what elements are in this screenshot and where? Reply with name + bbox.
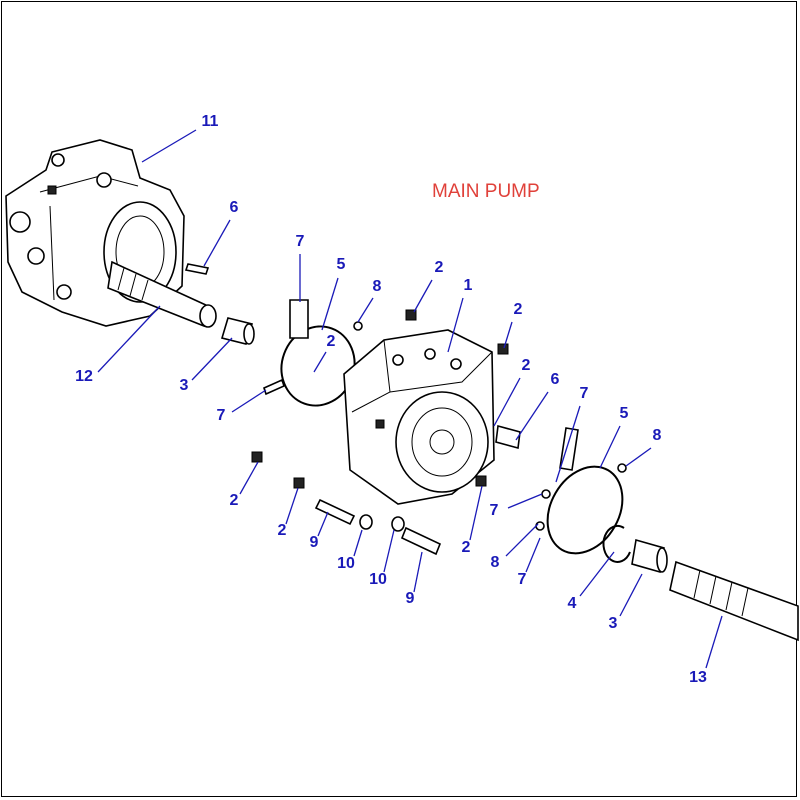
callout-leader-13 <box>515 391 549 441</box>
callout-label-21: 10 <box>337 555 355 572</box>
callout-leader-21 <box>353 529 363 557</box>
dowel-right-part <box>559 427 579 471</box>
callout-leader-6 <box>357 297 374 323</box>
callout-leader-8 <box>231 389 267 413</box>
callout-label-29: 13 <box>689 669 707 686</box>
callout-leader-27 <box>579 551 615 597</box>
callout-leader-22 <box>383 529 395 573</box>
output-shaft-part <box>669 560 799 642</box>
callout-label-18: 2 <box>278 522 287 539</box>
pin-right-part <box>495 424 521 450</box>
callout-label-9: 2 <box>435 259 444 276</box>
callout-label-17: 2 <box>230 492 239 509</box>
o-ring-left-part <box>353 321 363 331</box>
plug-lower-right-part <box>475 475 487 487</box>
callout-leader-24 <box>505 523 539 557</box>
callout-leader-28 <box>619 573 643 617</box>
callout-label-14: 7 <box>580 385 589 402</box>
washer-left-part <box>359 514 373 530</box>
callout-label-28: 3 <box>609 615 618 632</box>
callout-leader-11 <box>503 321 513 349</box>
callout-label-5: 5 <box>337 256 346 273</box>
callout-leader-5 <box>321 277 339 331</box>
callout-leader-26 <box>413 551 423 593</box>
callout-label-0: 11 <box>202 113 219 130</box>
pump-case-part <box>343 309 495 505</box>
plug-top-part <box>405 309 417 321</box>
o-ring-small-part <box>541 489 551 499</box>
plug-lower-left-part <box>251 451 263 463</box>
callout-leader-7 <box>313 351 327 373</box>
callout-label-25: 7 <box>518 571 527 588</box>
callout-label-10: 1 <box>464 277 473 294</box>
callout-leader-1 <box>203 219 231 267</box>
pump-assembly-part <box>5 139 185 327</box>
callout-label-20: 9 <box>310 534 319 551</box>
callout-label-15: 5 <box>620 405 629 422</box>
callout-leader-14 <box>555 405 581 483</box>
bearing-right-part <box>631 538 668 574</box>
pin-left-part <box>184 263 210 275</box>
callout-label-4: 7 <box>296 233 305 250</box>
callout-leader-29 <box>705 615 723 669</box>
plug-lower-part <box>293 477 305 489</box>
callout-label-27: 4 <box>568 595 577 612</box>
callout-label-1: 6 <box>230 199 239 216</box>
snap-ring-part <box>602 524 631 563</box>
bolt-lower-part <box>400 526 442 556</box>
callout-leader-20 <box>317 511 329 537</box>
o-ring-right-part <box>617 463 627 473</box>
callout-leader-3 <box>191 337 233 381</box>
callout-label-3: 3 <box>180 377 189 394</box>
callout-label-6: 8 <box>373 278 382 295</box>
callout-label-19: 7 <box>490 502 499 519</box>
bolt-upper-part <box>314 498 356 526</box>
callout-label-11: 2 <box>514 301 523 318</box>
callout-leader-10 <box>447 297 464 353</box>
callout-label-24: 8 <box>491 554 500 571</box>
callout-leader-23 <box>469 485 483 541</box>
callout-label-8: 7 <box>217 407 226 424</box>
callout-leader-17 <box>239 461 259 495</box>
callout-label-7: 2 <box>327 333 336 350</box>
washer-right-part <box>391 516 405 532</box>
dowel-left-part <box>289 299 309 339</box>
callout-label-16: 8 <box>653 427 662 444</box>
callout-label-26: 9 <box>406 590 415 607</box>
plug-right-part <box>497 343 509 355</box>
o-ring-lower-part <box>535 521 545 531</box>
callout-leader-25 <box>525 537 541 573</box>
callout-leader-12 <box>493 377 521 427</box>
callout-label-22: 10 <box>369 571 387 588</box>
diagram-title: MAIN PUMP <box>432 181 540 202</box>
callout-leader-16 <box>625 447 652 467</box>
callout-leader-9 <box>413 279 433 313</box>
callout-leader-19 <box>507 493 543 509</box>
callout-label-13: 6 <box>551 371 560 388</box>
pin-left-small-part <box>263 378 285 396</box>
callout-leader-18 <box>285 487 299 525</box>
callout-label-2: 12 <box>75 368 93 385</box>
callout-label-12: 2 <box>522 357 531 374</box>
input-shaft-part <box>107 260 217 328</box>
bearing-left-part <box>220 317 255 345</box>
callout-leader-15 <box>599 425 621 469</box>
callout-leader-0 <box>141 129 197 163</box>
callout-leader-2 <box>97 305 161 373</box>
callout-label-23: 2 <box>462 539 471 556</box>
